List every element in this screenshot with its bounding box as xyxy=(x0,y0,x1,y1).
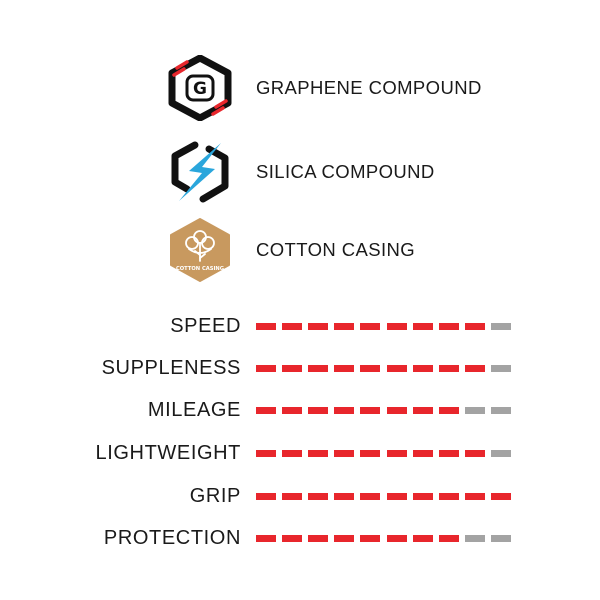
rating-segment-filled xyxy=(282,450,303,457)
rating-segment-filled xyxy=(308,407,329,414)
rating-segment-filled xyxy=(438,450,459,457)
rating-segment-filled xyxy=(282,407,303,414)
rating-segment-filled xyxy=(386,535,407,542)
rating-segment-filled xyxy=(282,535,303,542)
rating-segment-filled xyxy=(256,407,276,414)
rating-segment-filled xyxy=(360,535,381,542)
rating-segment-filled xyxy=(412,450,433,457)
rating-segment-filled xyxy=(464,493,485,500)
rating-segment-filled xyxy=(386,323,407,330)
rating-bar xyxy=(256,481,516,511)
rating-label: GRIP xyxy=(189,485,241,507)
rating-label: SPEED xyxy=(170,315,241,337)
rating-segment-filled xyxy=(308,493,329,500)
rating-segment-filled xyxy=(256,323,276,330)
rating-row-protection: PROTECTION xyxy=(0,523,600,553)
rating-segment-empty xyxy=(464,535,485,542)
rating-segment-filled xyxy=(308,535,329,542)
rating-bar xyxy=(256,353,516,383)
rating-segment-filled xyxy=(438,493,459,500)
rating-segment-filled xyxy=(438,535,459,542)
rating-segment-filled xyxy=(360,450,381,457)
cotton-flower-badge-icon: COTTON CASING xyxy=(165,217,235,283)
rating-segment-filled xyxy=(386,407,407,414)
rating-segment-filled xyxy=(334,450,355,457)
rating-label: LIGHTWEIGHT xyxy=(95,442,241,464)
rating-segment-filled xyxy=(412,493,433,500)
rating-segment-filled xyxy=(360,493,381,500)
rating-segment-filled xyxy=(334,493,355,500)
rating-segment-filled xyxy=(334,407,355,414)
feature-cotton-casing: COTTON CASING COTTON CASING xyxy=(165,217,415,283)
feature-silica-compound: SILICA COMPOUND xyxy=(165,139,435,205)
rating-segment-empty xyxy=(490,365,511,372)
rating-segment-filled xyxy=(256,535,276,542)
rating-segment-empty xyxy=(490,450,511,457)
rating-segment-filled xyxy=(308,323,329,330)
rating-segment-filled xyxy=(464,323,485,330)
cotton-badge-text: COTTON CASING xyxy=(176,266,224,272)
rating-segment-filled xyxy=(412,323,433,330)
rating-segment-filled xyxy=(334,323,355,330)
rating-segment-filled xyxy=(360,365,381,372)
rating-row-mileage: MILEAGE xyxy=(0,395,600,425)
rating-segment-empty xyxy=(490,323,511,330)
rating-row-lightweight: LIGHTWEIGHT xyxy=(0,438,600,468)
feature-label-cotton: COTTON CASING xyxy=(256,239,416,260)
rating-segment-filled xyxy=(386,365,407,372)
silica-lightning-badge-icon xyxy=(165,139,235,205)
rating-segment-filled xyxy=(256,493,276,500)
rating-segment-filled xyxy=(282,365,303,372)
rating-segment-filled xyxy=(412,365,433,372)
rating-label: PROTECTION xyxy=(103,527,241,549)
rating-bar xyxy=(256,523,516,553)
rating-label: MILEAGE xyxy=(147,399,241,421)
rating-segment-filled xyxy=(308,365,329,372)
rating-segment-filled xyxy=(490,493,511,500)
rating-segment-filled xyxy=(334,535,355,542)
rating-segment-filled xyxy=(256,450,276,457)
rating-segment-empty xyxy=(490,535,511,542)
rating-segment-filled xyxy=(438,365,459,372)
rating-segment-filled xyxy=(308,450,329,457)
rating-bar xyxy=(256,311,516,341)
rating-segment-filled xyxy=(360,323,381,330)
rating-segment-filled xyxy=(282,323,303,330)
rating-row-grip: GRIP xyxy=(0,481,600,511)
graphene-badge-icon: G xyxy=(165,55,235,121)
rating-segment-filled xyxy=(386,450,407,457)
rating-segment-filled xyxy=(464,450,485,457)
rating-segment-filled xyxy=(412,535,433,542)
rating-segment-filled xyxy=(360,407,381,414)
rating-row-suppleness: SUPPLENESS xyxy=(0,353,600,383)
rating-row-speed: SPEED xyxy=(0,311,600,341)
rating-segment-empty xyxy=(464,407,485,414)
rating-segment-filled xyxy=(386,493,407,500)
rating-segment-filled xyxy=(256,365,276,372)
feature-graphene-compound: G GRAPHENE COMPOUND xyxy=(165,55,482,121)
rating-segment-filled xyxy=(438,407,459,414)
rating-segment-filled xyxy=(438,323,459,330)
rating-segment-filled xyxy=(412,407,433,414)
graphene-badge-letter: G xyxy=(193,79,207,99)
rating-label: SUPPLENESS xyxy=(101,357,241,379)
feature-label-graphene: GRAPHENE COMPOUND xyxy=(256,77,482,98)
rating-segment-filled xyxy=(334,365,355,372)
rating-bar xyxy=(256,438,516,468)
rating-segment-filled xyxy=(282,493,303,500)
feature-label-silica: SILICA COMPOUND xyxy=(256,161,435,182)
rating-segment-filled xyxy=(464,365,485,372)
rating-bar xyxy=(256,395,516,425)
rating-segment-empty xyxy=(490,407,511,414)
